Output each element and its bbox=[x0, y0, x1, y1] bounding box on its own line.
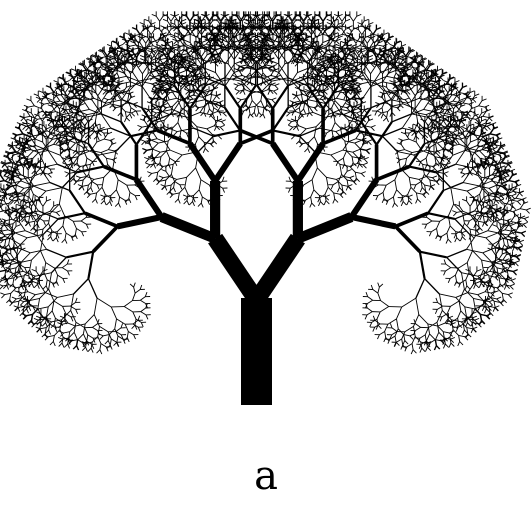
tree-branches bbox=[0, 11, 531, 355]
figure-caption: a bbox=[254, 453, 278, 499]
tree-trunk bbox=[241, 298, 272, 405]
